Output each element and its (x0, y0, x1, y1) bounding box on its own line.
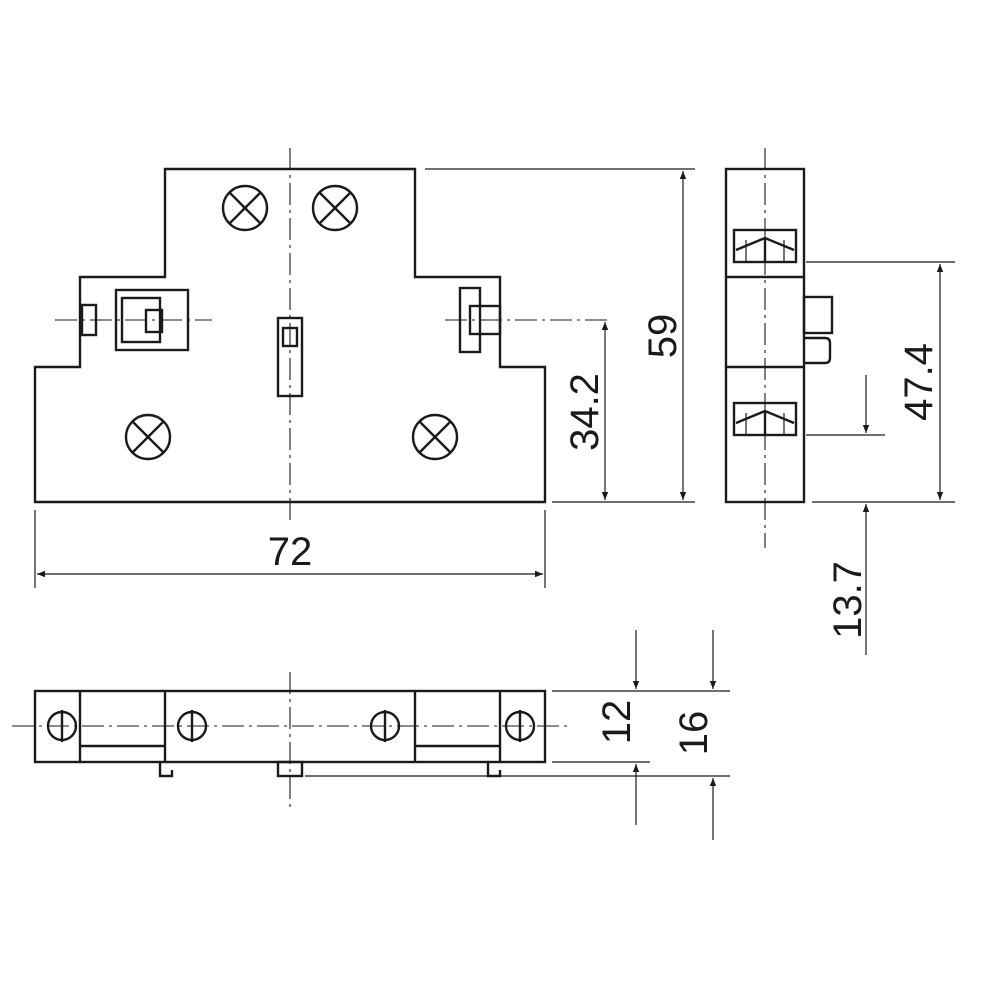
dim-bottom-inner-label: 12 (595, 700, 639, 745)
side-pin-lower (804, 336, 832, 365)
dim-side-offset-label: 13.7 (826, 561, 870, 639)
bottom-dimensions: 12 16 (305, 630, 730, 840)
dim-pin-height-label: 34.2 (563, 373, 607, 451)
front-outline (33, 167, 547, 504)
screw-bottom-left-icon (124, 413, 172, 461)
side-dimensions: 47.4 13.7 (806, 261, 955, 655)
screw-bottom-right-icon (411, 413, 459, 461)
dim-side-height-label: 47.4 (897, 343, 941, 421)
bottom-clip-right (486, 762, 502, 778)
bottom-view (12, 672, 568, 808)
dim-front-height-label: 59 (641, 314, 685, 359)
screw-top-left-icon (221, 184, 269, 232)
hole-center-left-icon (176, 710, 208, 742)
front-view (33, 148, 612, 520)
hole-left-icon (46, 710, 78, 742)
side-pin-upper (802, 295, 834, 335)
right-latch (458, 286, 502, 354)
bottom-pin-center (276, 760, 304, 778)
front-dimensions: 72 59 34.2 (34, 168, 695, 588)
center-slot (276, 316, 304, 398)
dim-bottom-outer-label: 16 (672, 711, 716, 756)
left-latch (80, 288, 190, 352)
side-view (724, 148, 834, 548)
upper-contact (732, 228, 798, 264)
lower-contact (732, 401, 798, 437)
hole-center-right-icon (369, 710, 401, 742)
bottom-clip-left (158, 762, 174, 778)
dim-front-width-label: 72 (268, 530, 313, 574)
hole-right-icon (504, 710, 536, 742)
screw-top-right-icon (311, 184, 359, 232)
